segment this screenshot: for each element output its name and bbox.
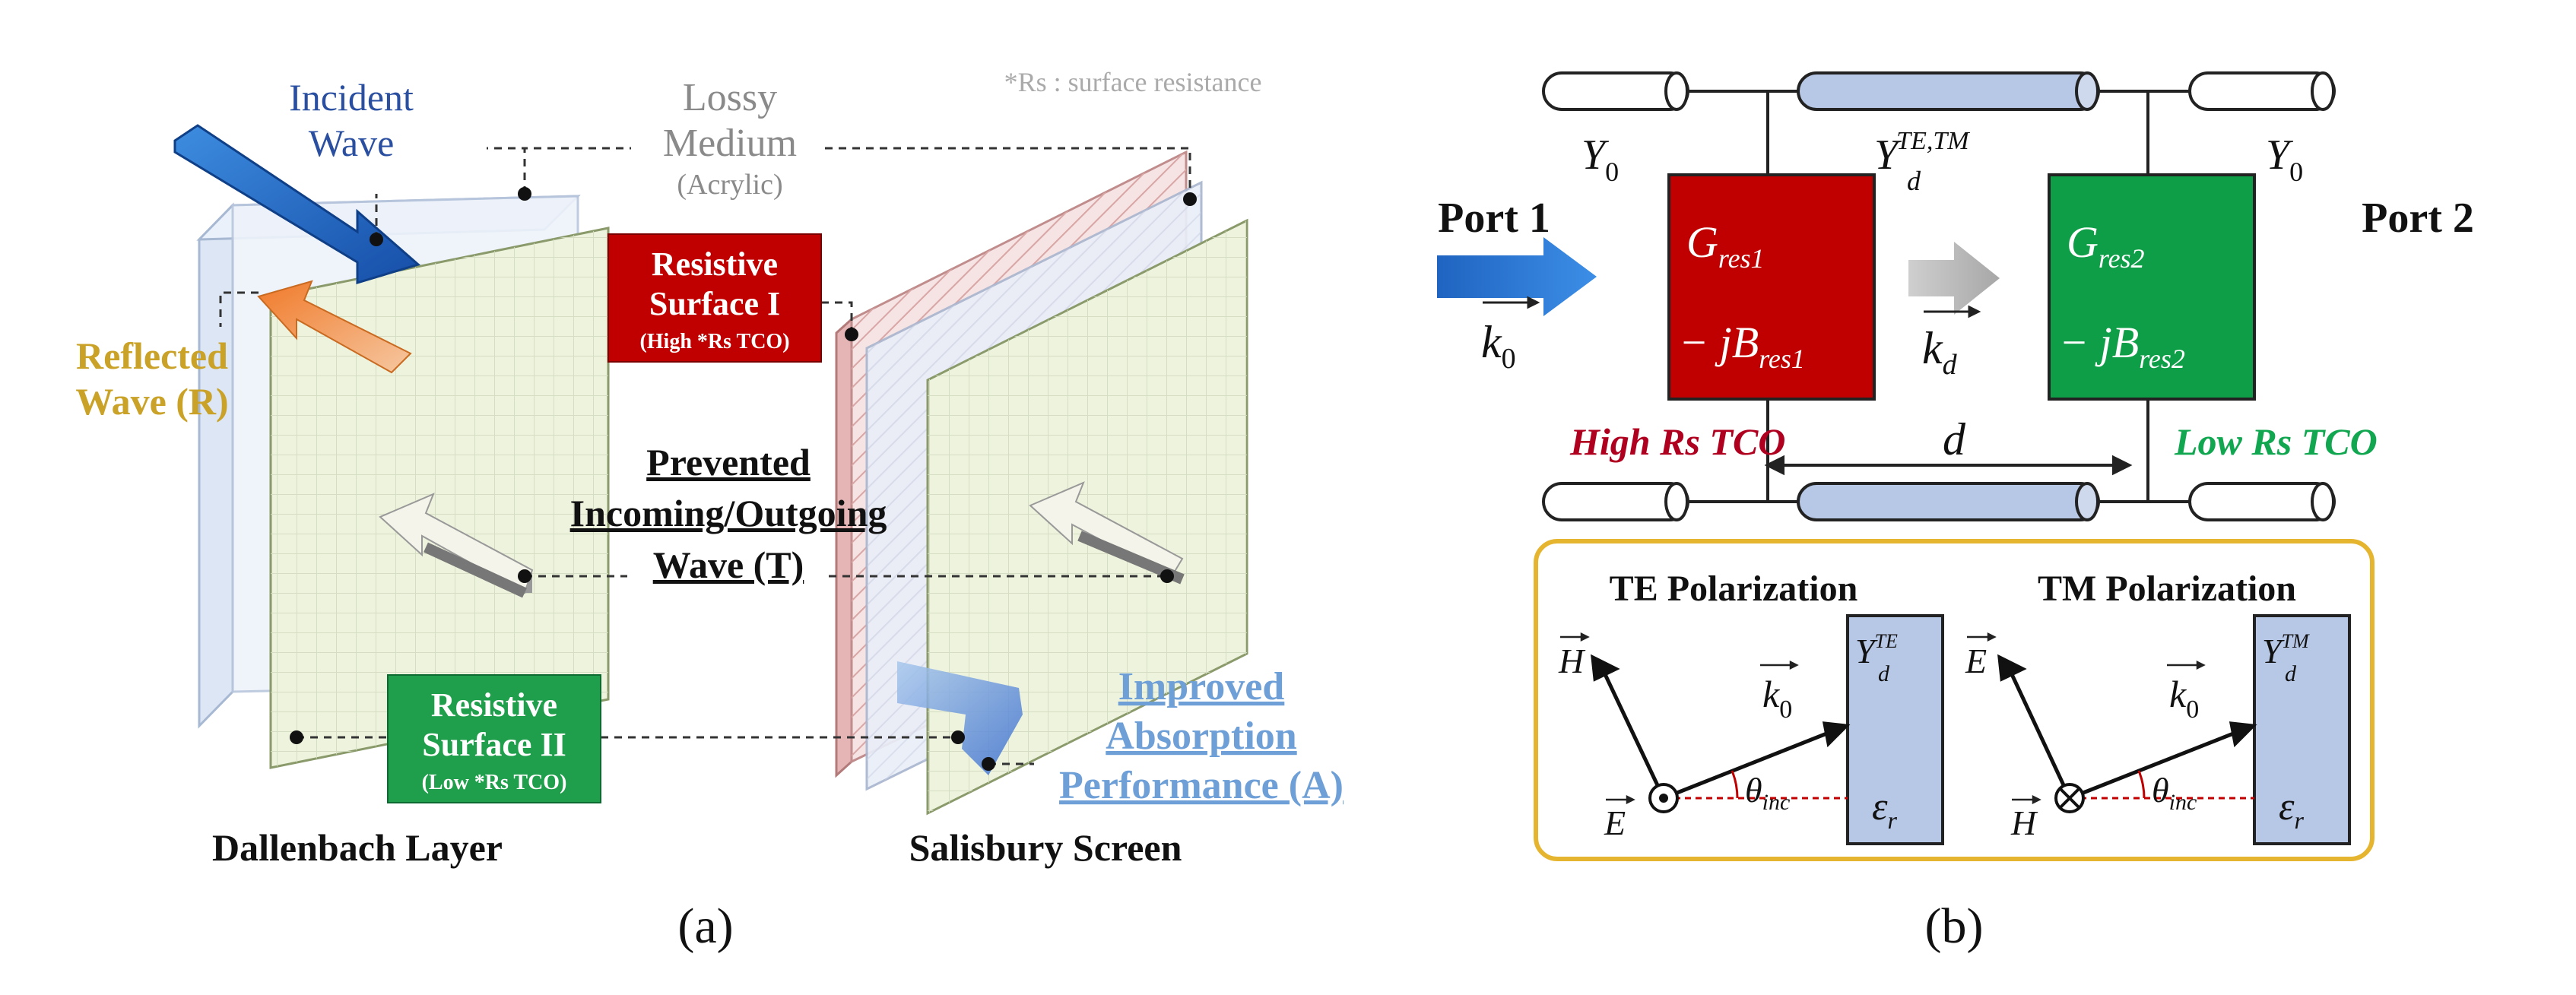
- g1-box: [1667, 173, 1876, 401]
- caption-a: (a): [677, 898, 733, 954]
- lossy-label-2: Medium: [663, 122, 797, 165]
- dallenbach-label: Dallenbach Layer: [212, 826, 503, 869]
- rs1-label-3: (High *Rs TCO): [639, 330, 789, 353]
- te-k-label: k0: [1762, 673, 1792, 724]
- tm-vectors: [1997, 654, 2257, 800]
- tl-right-bottom: [2188, 482, 2336, 521]
- lossy-label-3: (Acrylic): [677, 169, 782, 201]
- resistive-surface-ii-sheet: [269, 227, 610, 769]
- tm-eps-label: εr: [2279, 785, 2305, 834]
- resistive-surface-i-box: [608, 233, 822, 363]
- polarization-box: [1534, 539, 2375, 861]
- tm-k-label: k0: [2169, 673, 2199, 724]
- high-rs-label: High Rs TCO: [1569, 420, 1785, 463]
- panel-a: *Rs : surface resistance Incident Wave L…: [75, 67, 1344, 954]
- g2-box: [2048, 173, 2256, 401]
- reflected-label-2: Wave (R): [75, 380, 228, 423]
- rs2-label-3: (Low *Rs TCO): [422, 771, 567, 794]
- te-theta-label: θinc: [1745, 771, 1790, 815]
- port1-label: Port 1: [1438, 195, 1550, 242]
- improved-absorption-arrow: [897, 661, 1023, 775]
- d-dimension-arrow: [1764, 455, 2133, 476]
- tm-theta-label: θinc: [2152, 771, 2197, 815]
- improved-label-2: Absorption: [1106, 715, 1296, 758]
- rs2-label-1: Resistive: [431, 686, 557, 724]
- g1-label: Gres1: [1686, 217, 1765, 274]
- yd-sub: d: [1907, 166, 1921, 196]
- g2-label: Gres2: [2067, 217, 2145, 274]
- te-vectors: [1591, 654, 1851, 800]
- tl-middle-top: [1797, 71, 2100, 111]
- incident-label-1: Incident: [289, 76, 414, 119]
- rs2-label-2: Surface II: [422, 726, 566, 763]
- improved-label-3: Performance (A): [1059, 764, 1344, 807]
- improved-label-1: Improved: [1118, 665, 1285, 708]
- te-e-label: E: [1604, 803, 1626, 842]
- y0-left: Y0: [1581, 132, 1619, 187]
- tl-left-bottom: [1542, 482, 1689, 521]
- tm-h-label: H: [2010, 803, 2038, 842]
- tl-middle-bottom: [1797, 482, 2100, 521]
- incident-wave-arrow: [173, 124, 421, 285]
- caption-b: (b): [1925, 898, 1984, 954]
- prevented-label-2: Incoming/Outgoing: [570, 492, 887, 534]
- tl-left-top: [1542, 71, 1689, 111]
- b2-label: − jBres2: [2059, 318, 2185, 374]
- incident-label-2: Wave: [309, 122, 395, 164]
- te-y-label: YTE: [1855, 630, 1898, 670]
- te-y-sub: d: [1878, 661, 1890, 686]
- reflected-label-1: Reflected: [76, 334, 228, 377]
- te-title: TE Polarization: [1610, 569, 1858, 609]
- te-h-label: H: [1558, 642, 1586, 680]
- k0-label: k0: [1481, 317, 1516, 375]
- kd-arrow: [1908, 242, 2000, 315]
- resistive-surface-ii-box: [387, 674, 601, 803]
- y0-right: Y0: [2266, 132, 2303, 187]
- panel-b: Port 1 Port 2 Y0 Y0 YTE,TM d Gres1 − jBr…: [1437, 71, 2474, 954]
- tm-title: TM Polarization: [2038, 569, 2296, 609]
- lossy-label-1: Lossy: [683, 76, 777, 119]
- tl-right-top: [2188, 71, 2336, 111]
- circuit-wires: [1688, 90, 2190, 503]
- tm-medium: [2253, 614, 2351, 845]
- te-medium: [1846, 614, 1944, 845]
- prevented-wave-arrow-left: [379, 493, 534, 598]
- rs1-label-1: Resistive: [652, 246, 778, 283]
- tm-y-label: YTM: [2262, 630, 2310, 670]
- prevented-label-1: Prevented: [646, 441, 811, 483]
- tm-e-label: E: [1965, 642, 1987, 680]
- leader-lines: [219, 147, 1191, 765]
- low-rs-label: Low Rs TCO: [2174, 420, 2378, 463]
- tm-y-sub: d: [2285, 661, 2297, 686]
- vector-marks: [1483, 296, 1981, 318]
- port2-label: Port 2: [2362, 195, 2474, 242]
- d-label: d: [1943, 414, 1966, 464]
- rs1-label-2: Surface I: [649, 285, 780, 322]
- prevented-label-3: Wave (T): [653, 543, 804, 586]
- yd-label: YTE,TM: [1874, 127, 1970, 179]
- te-eps-label: εr: [1872, 785, 1898, 834]
- leader-dots: [290, 187, 1197, 771]
- rs-note: *Rs : surface resistance: [1004, 67, 1262, 97]
- salisbury-label: Salisbury Screen: [909, 826, 1182, 869]
- te-e-dot: [1659, 794, 1668, 803]
- reflected-wave-arrow: [257, 280, 412, 374]
- tm-h-cross: [2059, 787, 2080, 809]
- b1-label: − jBres1: [1679, 318, 1805, 374]
- port1-arrow: [1437, 237, 1597, 316]
- kd-label: kd: [1922, 323, 1958, 381]
- label-vector-marks: [1560, 632, 2206, 805]
